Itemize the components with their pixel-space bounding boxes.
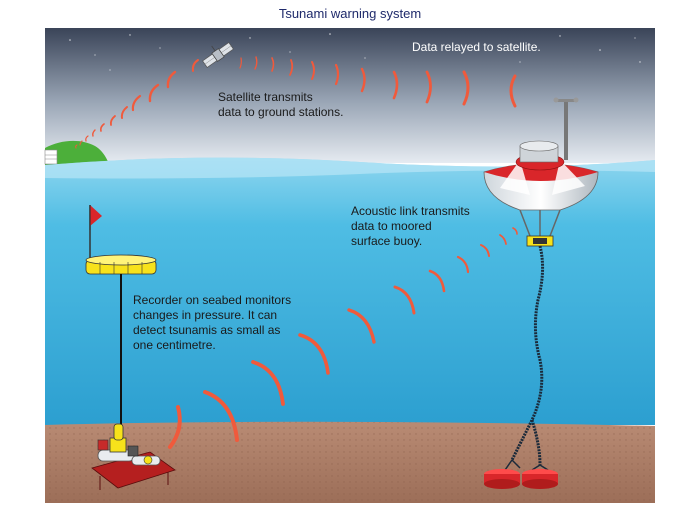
recorder-float bbox=[85, 205, 157, 275]
satellite-transmits-label: Satellite transmits data to ground stati… bbox=[218, 90, 344, 119]
satellite-icon bbox=[202, 42, 234, 68]
acoustic-link-label: Acoustic link transmits data to moored s… bbox=[351, 204, 470, 248]
flag-icon bbox=[90, 205, 102, 226]
page-title: Tsunami warning system bbox=[278, 6, 422, 21]
acoustic-signal bbox=[168, 227, 518, 449]
anchor-weights bbox=[484, 469, 558, 489]
satellite-downlink-signal bbox=[75, 59, 199, 149]
sky bbox=[45, 28, 655, 163]
stars bbox=[69, 33, 641, 71]
satellite-relay-label: Data relayed to satellite. bbox=[412, 40, 541, 54]
seabed-recorder bbox=[91, 423, 176, 490]
ground-station-building bbox=[44, 149, 58, 165]
buoy-uplink-signal bbox=[239, 56, 517, 108]
mooring-chain bbox=[510, 245, 545, 466]
sea bbox=[45, 157, 655, 426]
surface-buoy bbox=[483, 97, 599, 247]
sea-surface-highlight bbox=[45, 157, 655, 179]
recorder-label: Recorder on seabed monitors changes in p… bbox=[133, 293, 292, 352]
